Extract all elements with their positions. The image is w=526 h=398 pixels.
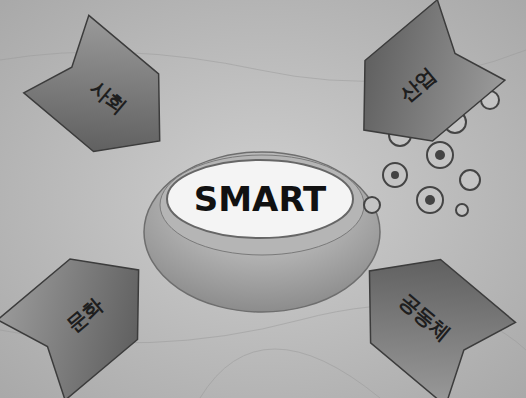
arrow-block: 산업 <box>335 15 500 155</box>
device-bowl <box>144 152 380 312</box>
oval-fill <box>167 160 353 238</box>
center-title: SMART <box>194 179 326 219</box>
central-oval: SMART <box>165 158 355 240</box>
arrow-fill <box>0 230 172 398</box>
arrow-block: 문화 <box>5 245 165 385</box>
arrow-fill <box>335 229 516 398</box>
arrow-fill <box>24 15 192 179</box>
device-rim <box>160 155 364 255</box>
arrow-block: 공동체 <box>340 245 510 390</box>
arrow-block: 사회 <box>28 30 188 165</box>
arrow-fill <box>330 0 505 170</box>
